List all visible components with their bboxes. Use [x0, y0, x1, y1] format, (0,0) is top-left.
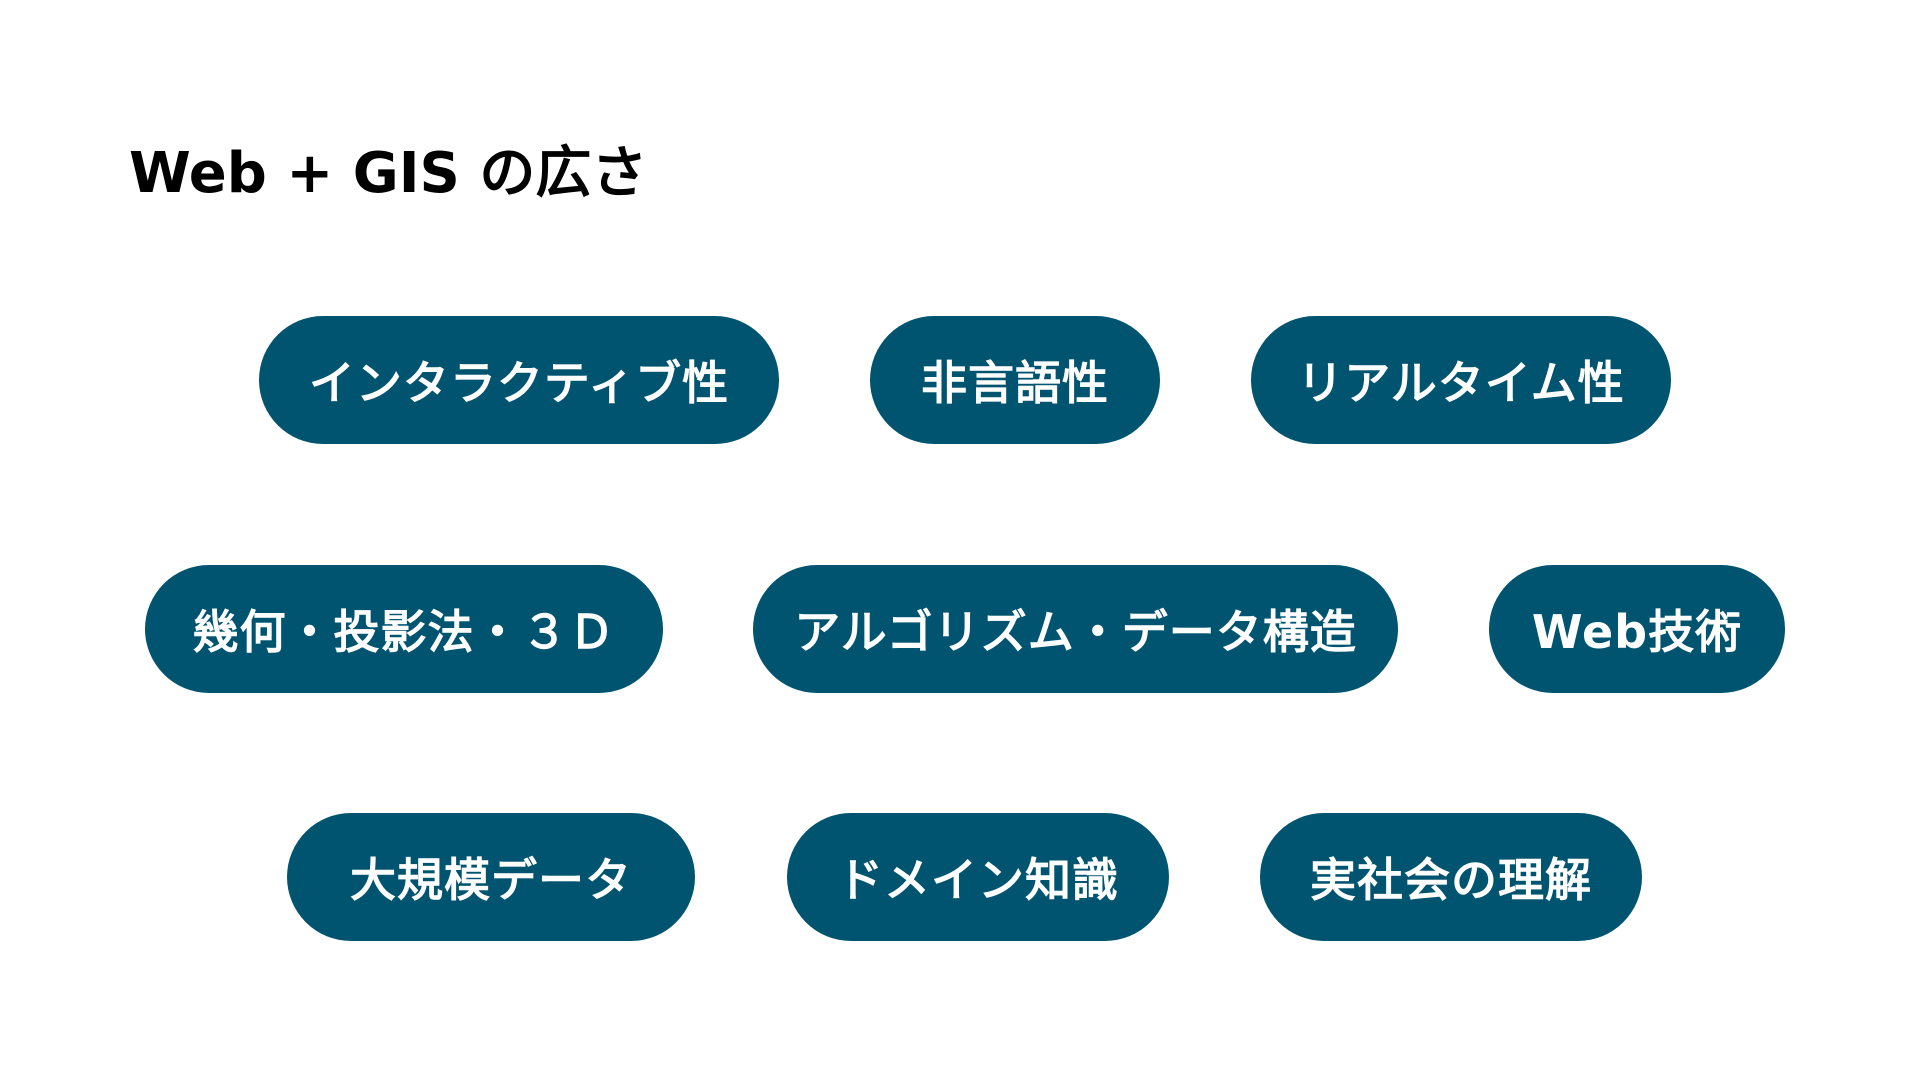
- pill-label: リアルタイム性: [1297, 356, 1625, 410]
- pill-real-world-understanding: 実社会の理解: [1260, 813, 1642, 941]
- pill-label: ドメイン知識: [837, 853, 1119, 907]
- pill-nonverbal: 非言語性: [870, 316, 1160, 444]
- pill-large-scale-data: 大規模データ: [287, 813, 695, 941]
- slide-title: Web + GIS の広さ: [129, 141, 648, 206]
- pill-interactivity: インタラクティブ性: [259, 316, 779, 444]
- pill-label: Web技術: [1531, 605, 1743, 659]
- pill-label: 大規模データ: [350, 853, 632, 907]
- pill-label: 非言語性: [921, 356, 1109, 410]
- pill-algorithms-data-structures: アルゴリズム・データ構造: [753, 565, 1398, 693]
- pill-label: 実社会の理解: [1310, 853, 1592, 907]
- pill-realtime: リアルタイム性: [1251, 316, 1671, 444]
- pill-label: アルゴリズム・データ構造: [794, 605, 1357, 659]
- pill-geometry-projection-3d: 幾何・投影法・３Ｄ: [145, 565, 663, 693]
- pill-label: インタラクティブ性: [308, 356, 730, 410]
- pill-label: 幾何・投影法・３Ｄ: [192, 605, 616, 659]
- pill-domain-knowledge: ドメイン知識: [787, 813, 1169, 941]
- pill-web-technology: Web技術: [1489, 565, 1785, 693]
